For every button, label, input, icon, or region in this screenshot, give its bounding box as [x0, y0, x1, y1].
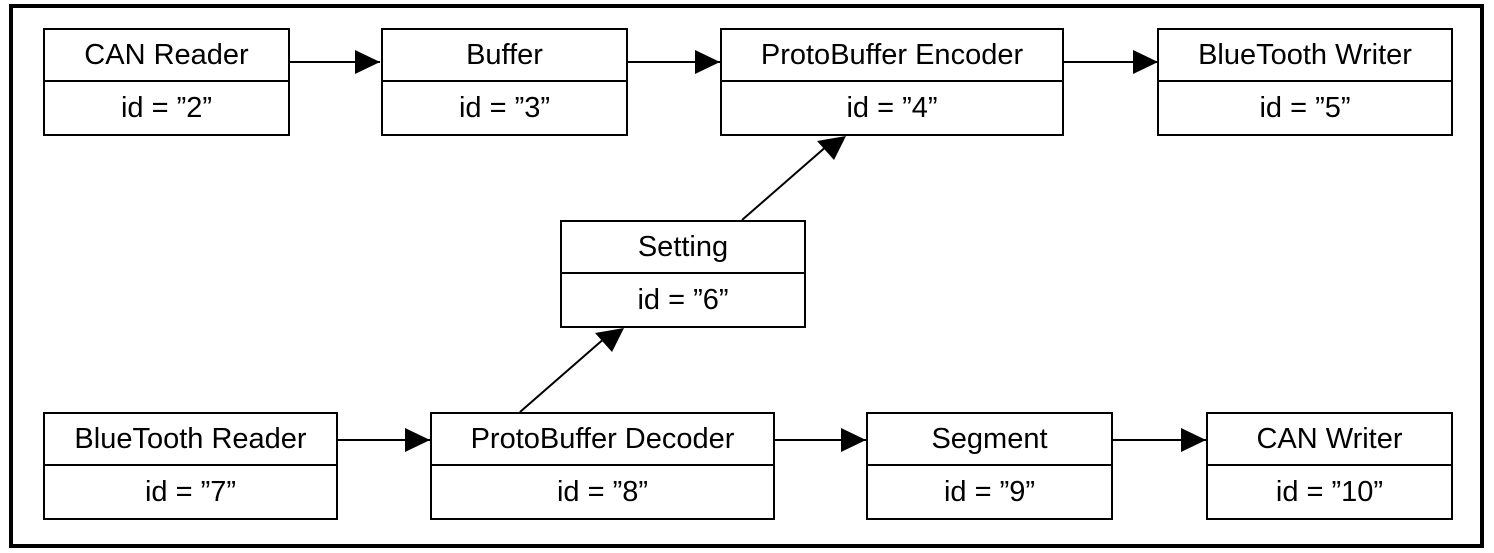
node-bluetooth-reader: BlueTooth Reader id = ”7” [43, 412, 338, 520]
node-id: id = ”4” [846, 91, 938, 124]
node-protobuffer-decoder: ProtoBuffer Decoder id = ”8” [430, 412, 775, 520]
node-title: BlueTooth Reader [45, 414, 336, 466]
node-id: id = ”9” [943, 475, 1036, 508]
node-title: ProtoBuffer Decoder [432, 414, 773, 466]
node-title: Segment [868, 414, 1111, 466]
arrowhead [841, 428, 866, 452]
arrowhead [595, 328, 624, 352]
node-can-writer: CAN Writer id = ”10” [1206, 412, 1453, 520]
node-id: id = ”2” [120, 91, 213, 124]
node-protobuffer-encoder: ProtoBuffer Encoder id = ”4” [720, 28, 1064, 136]
edge-decoder-to-setting [519, 336, 607, 413]
arrowhead [405, 428, 430, 452]
node-id: id = ”3” [458, 91, 551, 124]
node-segment: Segment id = ”9” [866, 412, 1113, 520]
node-buffer: Buffer id = ”3” [381, 28, 628, 136]
diagram-frame [9, 4, 1484, 548]
node-id: id = ”7” [144, 475, 237, 508]
node-setting: Setting id = ”6” [560, 220, 806, 328]
arrowhead [695, 50, 720, 74]
node-title: BlueTooth Writer [1159, 30, 1451, 82]
node-can-reader: CAN Reader id = ”2” [43, 28, 290, 136]
node-id: id = ”5” [1259, 91, 1351, 124]
arrowhead [1181, 428, 1206, 452]
node-title: Buffer [383, 30, 626, 82]
arrowhead [817, 136, 846, 160]
node-title: CAN Writer [1208, 414, 1451, 466]
node-title: Setting [562, 222, 804, 274]
arrowhead [355, 50, 380, 74]
node-bluetooth-writer: BlueTooth Writer id = ”5” [1157, 28, 1453, 136]
node-title: CAN Reader [45, 30, 288, 82]
node-title: ProtoBuffer Encoder [722, 30, 1062, 82]
node-id: id = ”8” [556, 475, 649, 508]
node-id: id = ”6” [637, 283, 729, 316]
arrowhead [1133, 50, 1158, 74]
node-id: id = ”10” [1275, 475, 1384, 508]
edge-setting-to-encoder [741, 144, 829, 221]
